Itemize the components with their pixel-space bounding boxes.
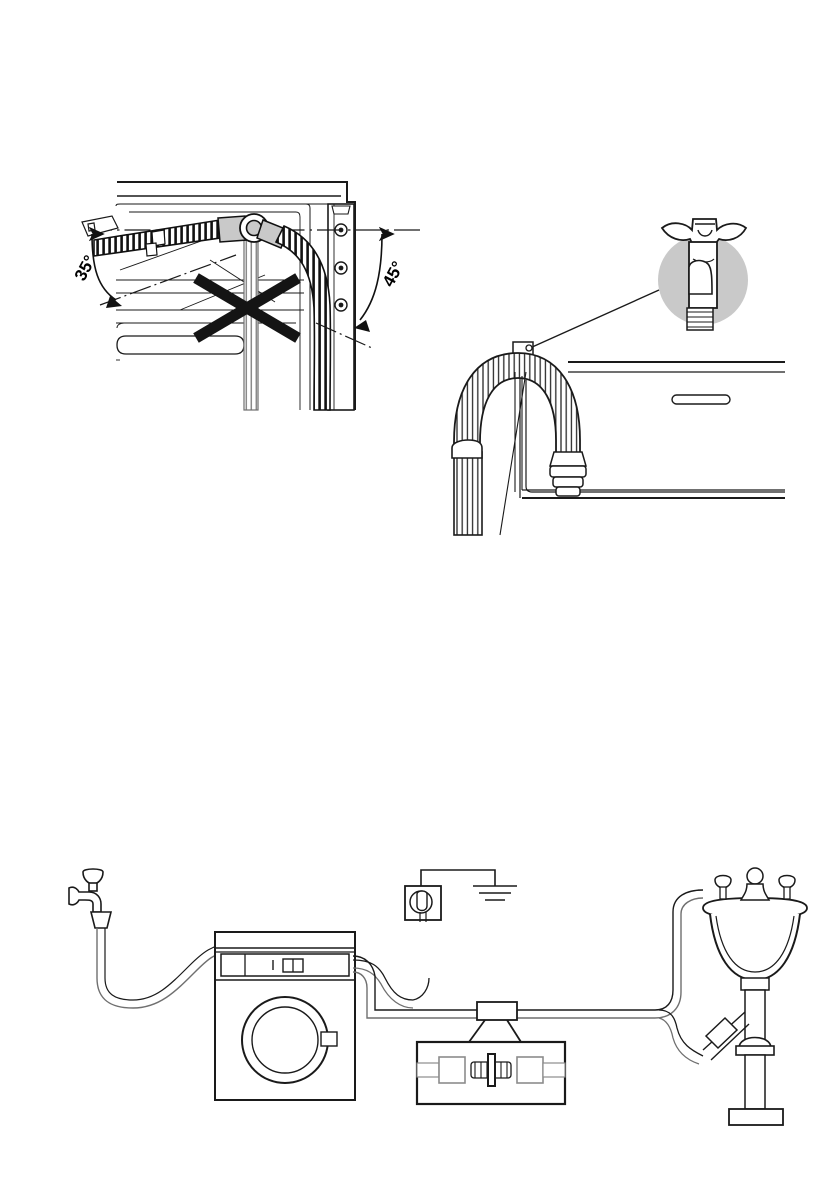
drain-hose-over-sink-diagram	[440, 190, 785, 536]
overview-svg	[68, 867, 808, 1126]
clip-threaded-tail	[686, 307, 714, 331]
connector-detail-leader	[468, 1019, 522, 1043]
drain-hose	[352, 889, 704, 1065]
hose-guide-clip-detail	[658, 218, 748, 331]
water-tap	[68, 868, 113, 929]
sink-back-lines	[499, 371, 527, 536]
hose-end-cuff	[549, 451, 587, 497]
detail-leader-line	[529, 289, 660, 349]
washbasin	[702, 867, 808, 1126]
power-cord	[352, 959, 430, 1009]
basin-trap	[735, 1036, 775, 1110]
hose-connector-inline	[476, 1001, 518, 1021]
hose-saddle-clip	[145, 242, 158, 257]
angle-label-35: 35°	[71, 252, 100, 284]
machine-control-panel[interactable]	[220, 953, 350, 977]
angle-arc-45	[354, 226, 395, 332]
pedestal-base	[728, 1108, 784, 1126]
prohibition-x-mark	[193, 273, 301, 343]
basin-spout	[739, 867, 771, 901]
installation-overview-diagram	[55, 860, 808, 1126]
inlet-hose	[243, 237, 259, 411]
basin-branch-inlet	[702, 1011, 750, 1061]
hose-bracket	[81, 215, 119, 237]
inlet-hose	[96, 928, 267, 1009]
panel-screw	[334, 261, 348, 275]
side-panel-screws	[327, 203, 355, 411]
angle-diagram-svg: 35° 45°	[71, 181, 420, 411]
hose-connector-detail	[415, 1040, 567, 1106]
basin-taps[interactable]	[714, 874, 796, 900]
angle-label-45: 45°	[379, 258, 408, 290]
panel-screw	[334, 298, 348, 312]
machine-door[interactable]	[241, 996, 338, 1084]
washing-machine	[214, 931, 356, 1101]
reference-lines	[99, 254, 373, 349]
sink-overflow-slot	[671, 394, 731, 405]
drain-hose-corrugated	[93, 213, 332, 411]
sink-hook-svg	[451, 218, 785, 536]
corrugated-drain-hose	[451, 352, 587, 536]
angle-arc-35	[88, 226, 122, 308]
earth-symbol	[420, 869, 517, 901]
wall-socket[interactable]	[404, 885, 442, 922]
drain-hose-angle-diagram: 35° 45°	[60, 160, 420, 411]
